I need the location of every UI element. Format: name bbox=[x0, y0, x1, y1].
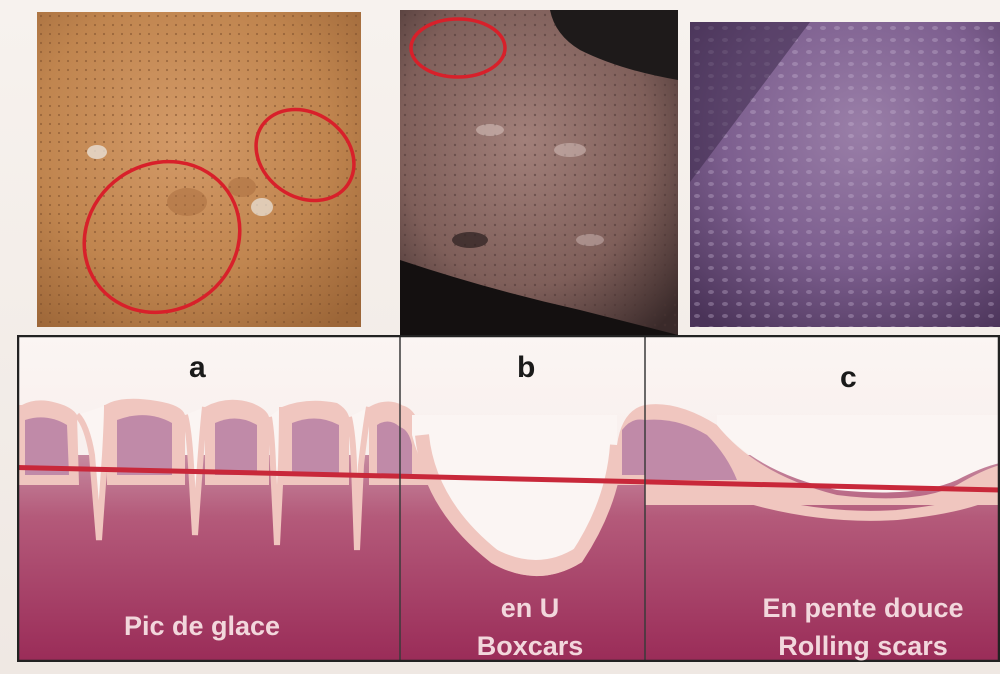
caption-rolling-line1: En pente douce bbox=[762, 593, 963, 623]
panel-letter-c: c bbox=[840, 361, 857, 394]
panel-letter-a: a bbox=[189, 351, 206, 384]
caption-boxcar-line2: Boxcars bbox=[477, 631, 584, 661]
rolling-scar-shape bbox=[645, 404, 1000, 516]
caption-ice-pick: Pic de glace bbox=[124, 611, 280, 641]
photo-rolling-scars bbox=[690, 22, 1000, 327]
scar-types-diagram: a b c Pic de glace en U Boxcars En pente… bbox=[17, 335, 1000, 662]
caption-boxcar-line1: en U bbox=[501, 593, 560, 623]
caption-rolling-line2: Rolling scars bbox=[778, 631, 948, 661]
panel-letter-b: b bbox=[517, 351, 535, 384]
photo-ice-pick-scars bbox=[37, 12, 361, 327]
photo-boxcar-scars bbox=[400, 10, 678, 335]
